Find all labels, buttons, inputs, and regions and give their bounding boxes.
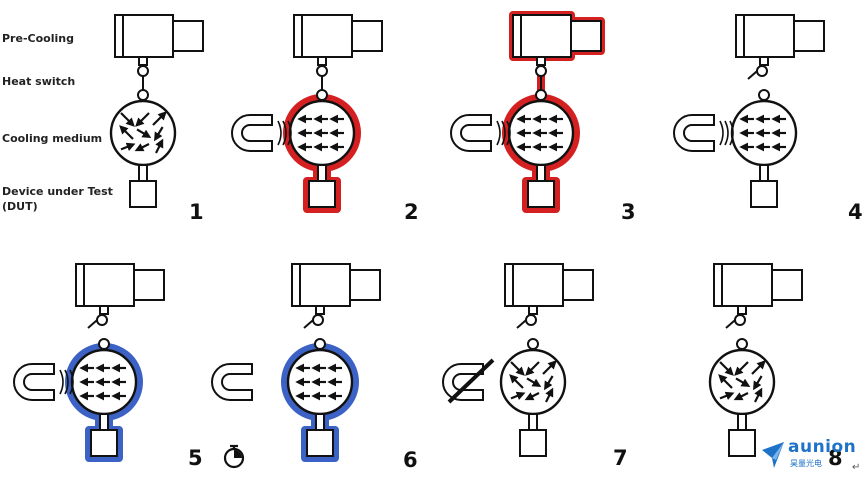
magnet-icon [231,114,273,152]
spin-arrows [295,363,342,401]
magnet-icon [450,114,492,152]
field-lines [719,120,734,146]
device-under-test [90,413,118,457]
spin-arrows [516,114,563,152]
spin-arrows [739,114,786,152]
label-dut-line2: (DUT) [2,200,38,213]
pre-cooling-block [291,263,381,307]
pre-cooling-block [504,263,594,307]
magnet-icon [13,363,55,401]
label-cooling-medium: Cooling medium [2,132,103,145]
return-glyph: ↵ [852,462,861,473]
step-7 [442,263,594,457]
spin-arrows [119,111,167,154]
step-1 [109,14,204,208]
step-number-5: 5 [188,446,203,470]
step-number-8: 8 [828,446,843,470]
device-under-test [750,164,778,208]
step-6 [211,263,381,462]
heat-switch [516,305,539,350]
pre-cooling-block [735,14,825,58]
heat-switch [316,56,328,101]
field-lines [496,120,511,146]
device-under-test [527,164,555,208]
spin-arrows [79,363,126,401]
heat-switch [87,305,110,350]
magnet-icon [211,363,253,401]
heat-switch [137,56,149,101]
device-under-test [519,413,547,457]
device-under-test [306,413,334,457]
pre-cooling-block [713,263,803,307]
step-2 [231,14,383,213]
pre-cooling-block [114,14,204,58]
logo-subtext: 昊量光电 [790,459,822,468]
step-number-2: 2 [404,200,419,224]
device-under-test [129,164,157,208]
field-lines [277,120,292,146]
device-under-test [728,413,756,457]
timer-icon [223,444,245,469]
heat-switch [747,56,770,101]
spin-arrows [718,360,766,403]
label-pre-cooling: Pre-Cooling [2,32,74,45]
logo-text: aunion [788,437,857,457]
pre-cooling-block [75,263,165,307]
pre-cooling-block [512,14,602,58]
heat-switch [725,305,748,350]
heat-switch [303,305,326,350]
step-number-1: 1 [189,200,204,224]
aunion-logo-icon [762,442,784,468]
label-heat-switch: Heat switch [2,75,76,88]
step-3 [450,11,605,213]
step-number-7: 7 [613,446,628,470]
step-number-4: 4 [848,200,863,224]
step-8 [708,263,803,457]
step-5 [13,263,245,469]
magnet-off-slash [447,358,495,404]
label-dut-line1: Device under Test [2,185,113,198]
magnet-icon [442,363,484,401]
device-under-test [308,164,336,208]
step-number-3: 3 [621,200,636,224]
heat-switch [535,56,547,101]
spin-arrows [509,360,557,403]
step-4 [673,14,825,208]
field-lines [59,369,74,395]
pre-cooling-block [293,14,383,58]
spin-arrows [297,114,344,152]
magnet-icon [673,114,715,152]
step-number-6: 6 [403,448,418,472]
